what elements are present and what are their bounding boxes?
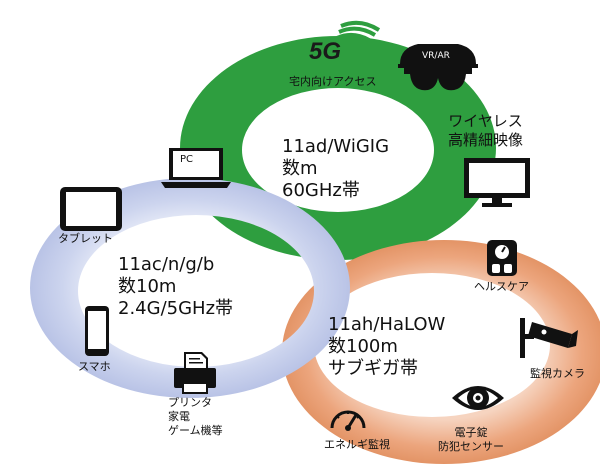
halow-band: サブギガ帯 — [328, 358, 418, 379]
tablet-label: タブレット — [58, 232, 113, 245]
halow-ring — [282, 240, 600, 464]
5g-logo-text: 5G — [309, 38, 342, 65]
pc-label: PC — [180, 154, 194, 165]
halow-info: 11ah/HaLOW 数100m サブギガ帯 — [328, 314, 445, 380]
wigig-info: 11ad/WiGIG 数m 60GHz帯 — [282, 136, 389, 202]
energy-label: エネルギ監視 — [324, 438, 390, 451]
tablet-icon — [58, 185, 124, 235]
halow-range: 数100m — [328, 336, 398, 357]
wifi-standard: 11ac/n/g/b — [118, 254, 215, 275]
scale-icon — [485, 238, 519, 278]
printer-icon — [170, 350, 220, 396]
vr-ar-label: VR/AR — [422, 51, 450, 61]
security-camera-icon — [518, 310, 580, 364]
wigig-band: 60GHz帯 — [282, 180, 360, 201]
wifi-range: 数10m — [118, 276, 177, 297]
gauge-icon — [328, 402, 368, 432]
eye-icon — [450, 378, 506, 418]
wireless-video-label: ワイヤレス 高精細映像 — [448, 112, 524, 149]
wifi-ring — [30, 178, 350, 398]
healthcare-label: ヘルスケア — [474, 280, 529, 293]
smartphone-label: スマホ — [78, 360, 111, 373]
printer-label: プリンタ 家電 ゲーム機等 — [168, 396, 223, 437]
wifi-band: 2.4G/5GHz帯 — [118, 298, 234, 319]
5g-logo-icon: 5G — [305, 20, 385, 70]
halow-standard: 11ah/HaLOW — [328, 314, 446, 335]
wigig-standard: 11ad/WiGIG — [282, 136, 390, 157]
lock-sensor-label: 電子錠 防犯センサー — [438, 426, 504, 453]
wigig-range: 数m — [282, 158, 318, 179]
wifi-info: 11ac/n/g/b 数10m 2.4G/5GHz帯 — [118, 254, 233, 320]
monitor-icon — [462, 156, 532, 208]
smartphone-icon — [84, 305, 110, 357]
5g-caption: 宅内向けアクセス — [289, 75, 377, 88]
laptop-icon: PC — [160, 146, 232, 190]
vr-headset-icon: VR/AR — [398, 40, 478, 102]
camera-label: 監視カメラ — [530, 367, 585, 380]
